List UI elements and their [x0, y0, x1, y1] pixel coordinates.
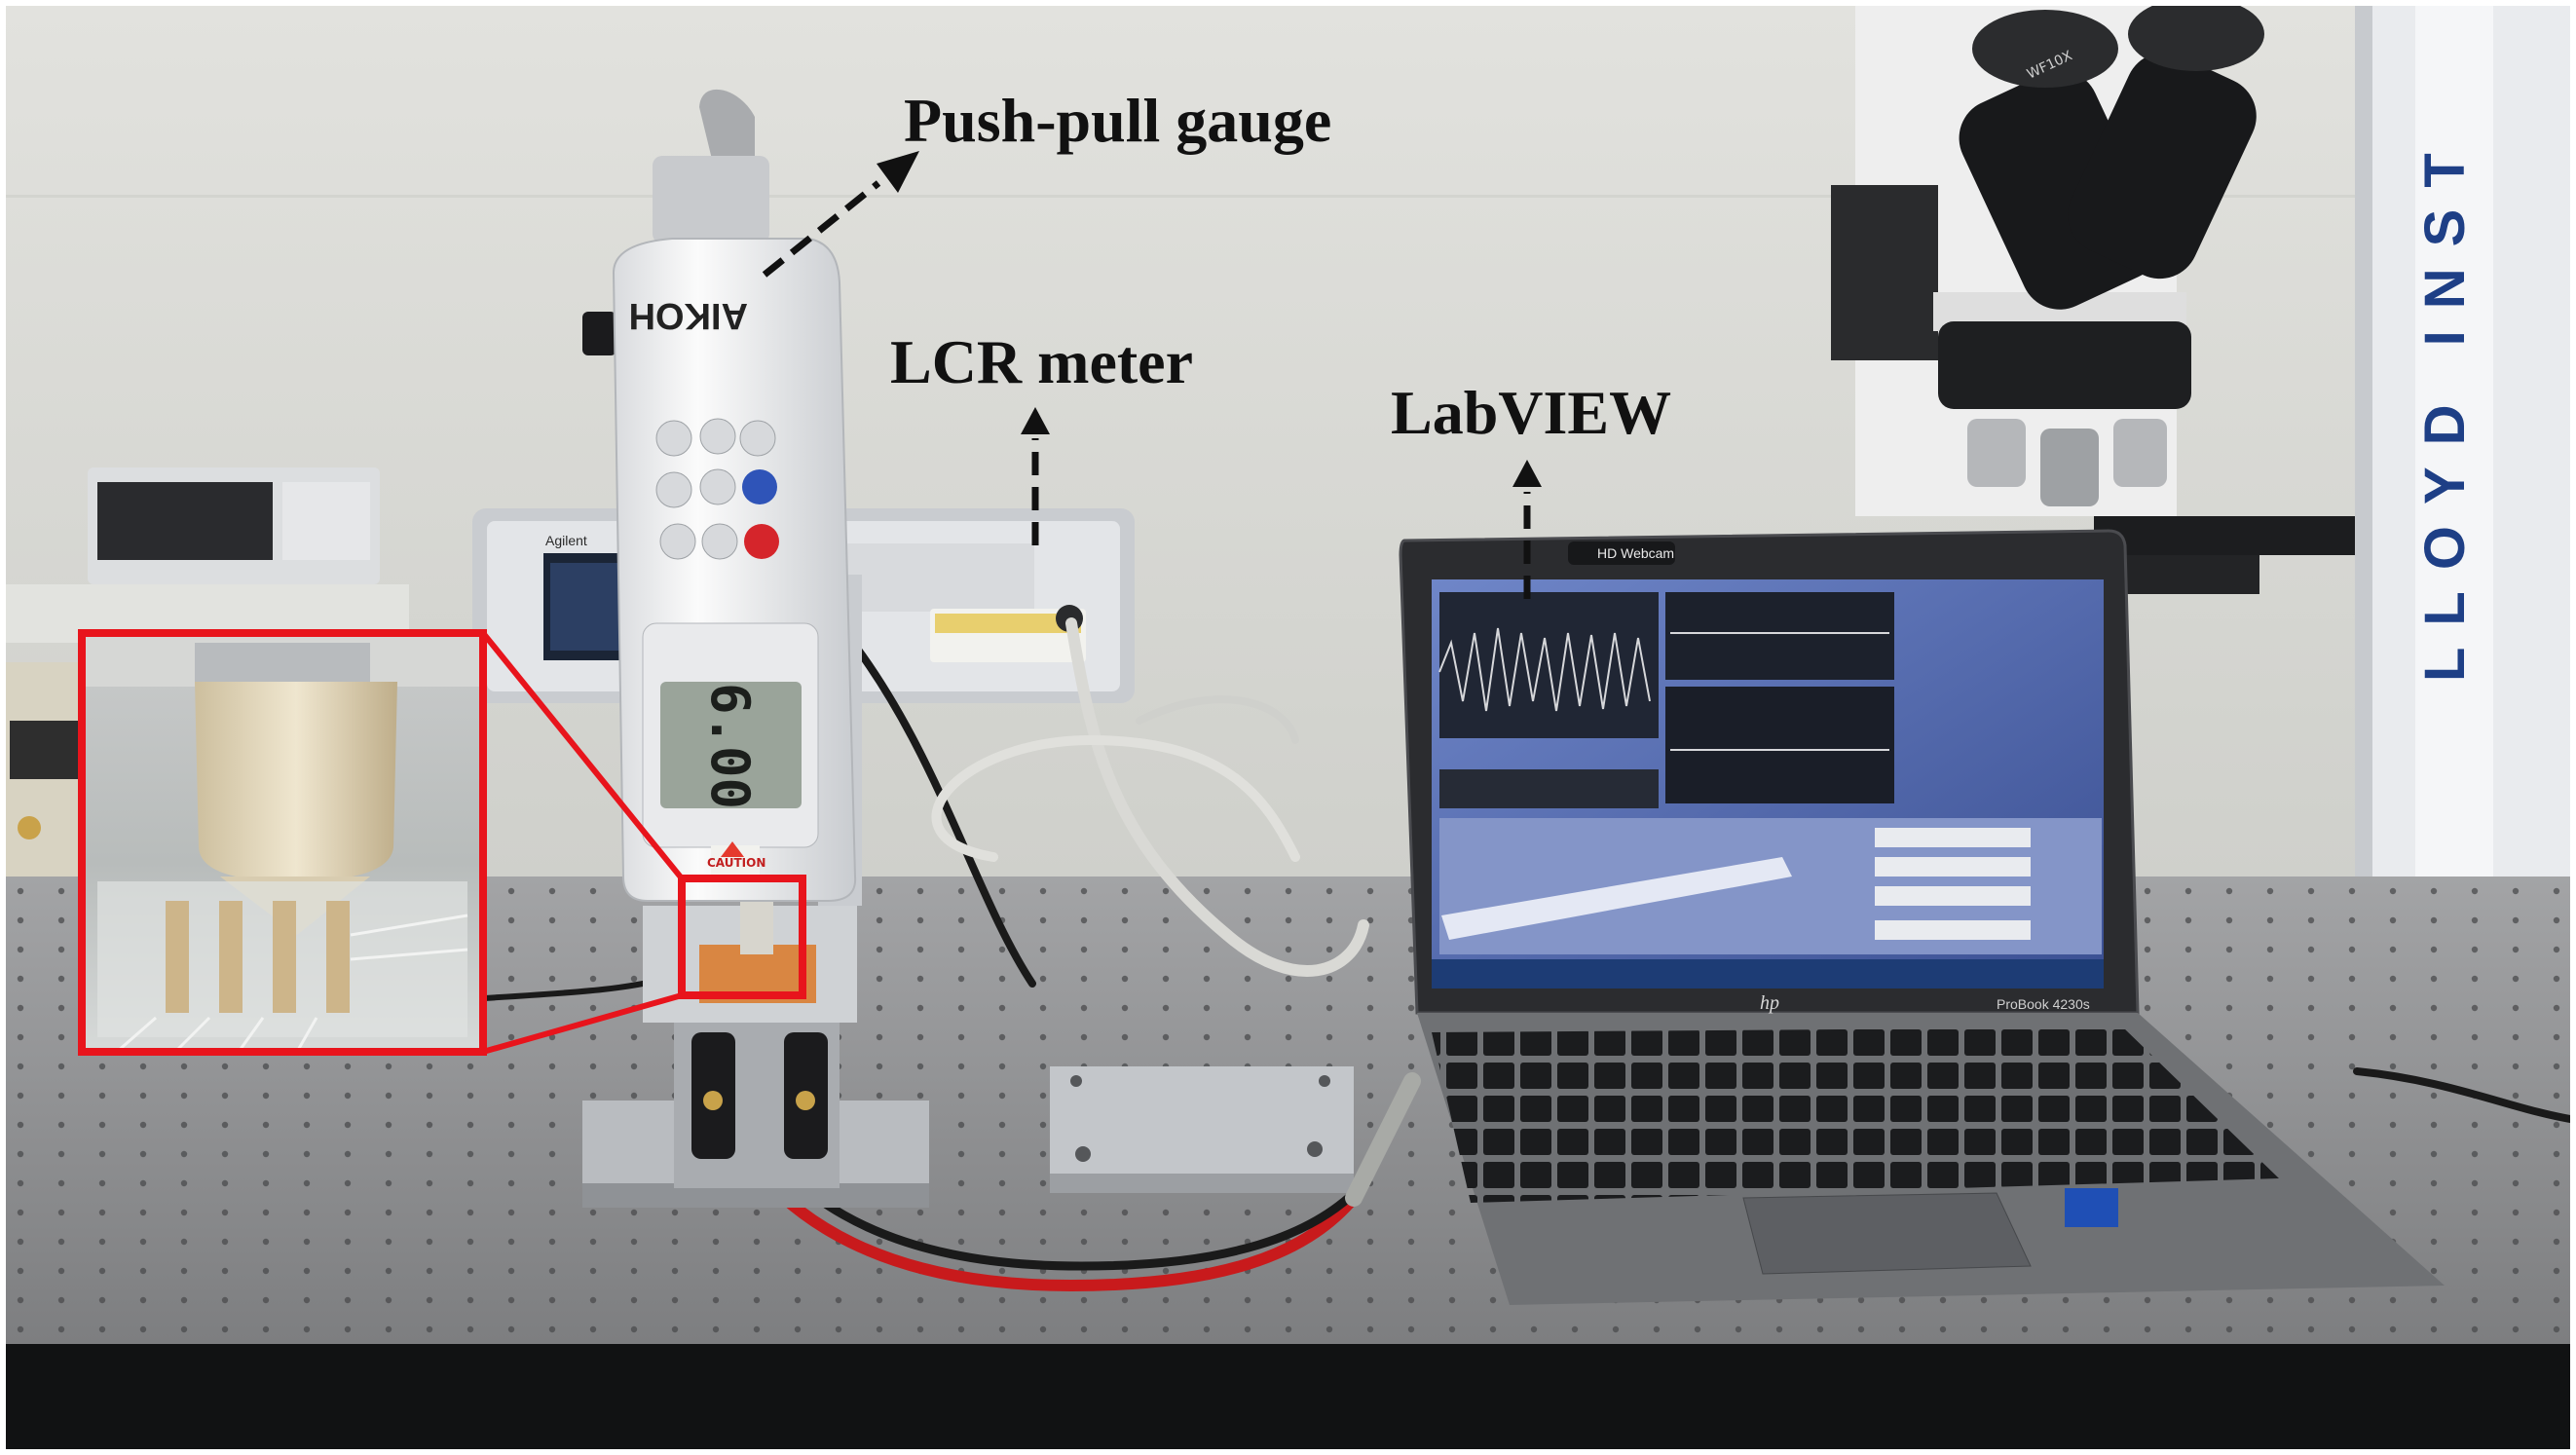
table-edge: [0, 1344, 2576, 1455]
zoom-connector-bottom: [482, 992, 683, 1055]
wall-panel-line: [0, 195, 2576, 198]
webcam-label: HD Webcam: [1597, 545, 1674, 561]
callout-arrows: [762, 151, 1542, 599]
gauge-display-value: 6.00: [699, 683, 761, 810]
arrow-lcr-head: [1021, 407, 1050, 434]
microscope: [1831, 0, 2376, 594]
label-push-pull-gauge: Push-pull gauge: [904, 86, 1332, 155]
gauge-brand-text: AIKOH: [629, 295, 748, 336]
arrow-labview-head: [1512, 460, 1542, 487]
laptop-brand-logo: hp: [1760, 992, 1779, 1014]
lcr-brand-text: Agilent: [545, 533, 587, 548]
zoom-source-frame: [678, 875, 806, 999]
push-pull-gauge: AIKOH: [582, 89, 857, 902]
tower-brand-text: LLOYD INST: [2413, 131, 2477, 682]
arrow-push-pull-head: [877, 151, 919, 193]
label-labview: LabVIEW: [1391, 378, 1672, 447]
label-lcr-meter: LCR meter: [890, 327, 1193, 396]
arrow-push-pull: [762, 180, 881, 278]
gauge-keypad: [655, 418, 779, 560]
laptop-model-text: ProBook 4230s: [1997, 996, 2090, 1012]
aluminum-plate: [1050, 1066, 1354, 1193]
lloyd-tower: LLOYD INST: [2355, 0, 2576, 877]
inset-frame: [78, 629, 487, 1056]
gauge-lcd: [660, 682, 802, 808]
zoom-connector-top: [480, 631, 685, 880]
sensor-zoom-inset: [78, 629, 487, 1056]
gauge-caution-text: CAUTION: [707, 856, 766, 870]
laptop: HD Webcam ProBook 4230s hp: [1399, 529, 2445, 1305]
